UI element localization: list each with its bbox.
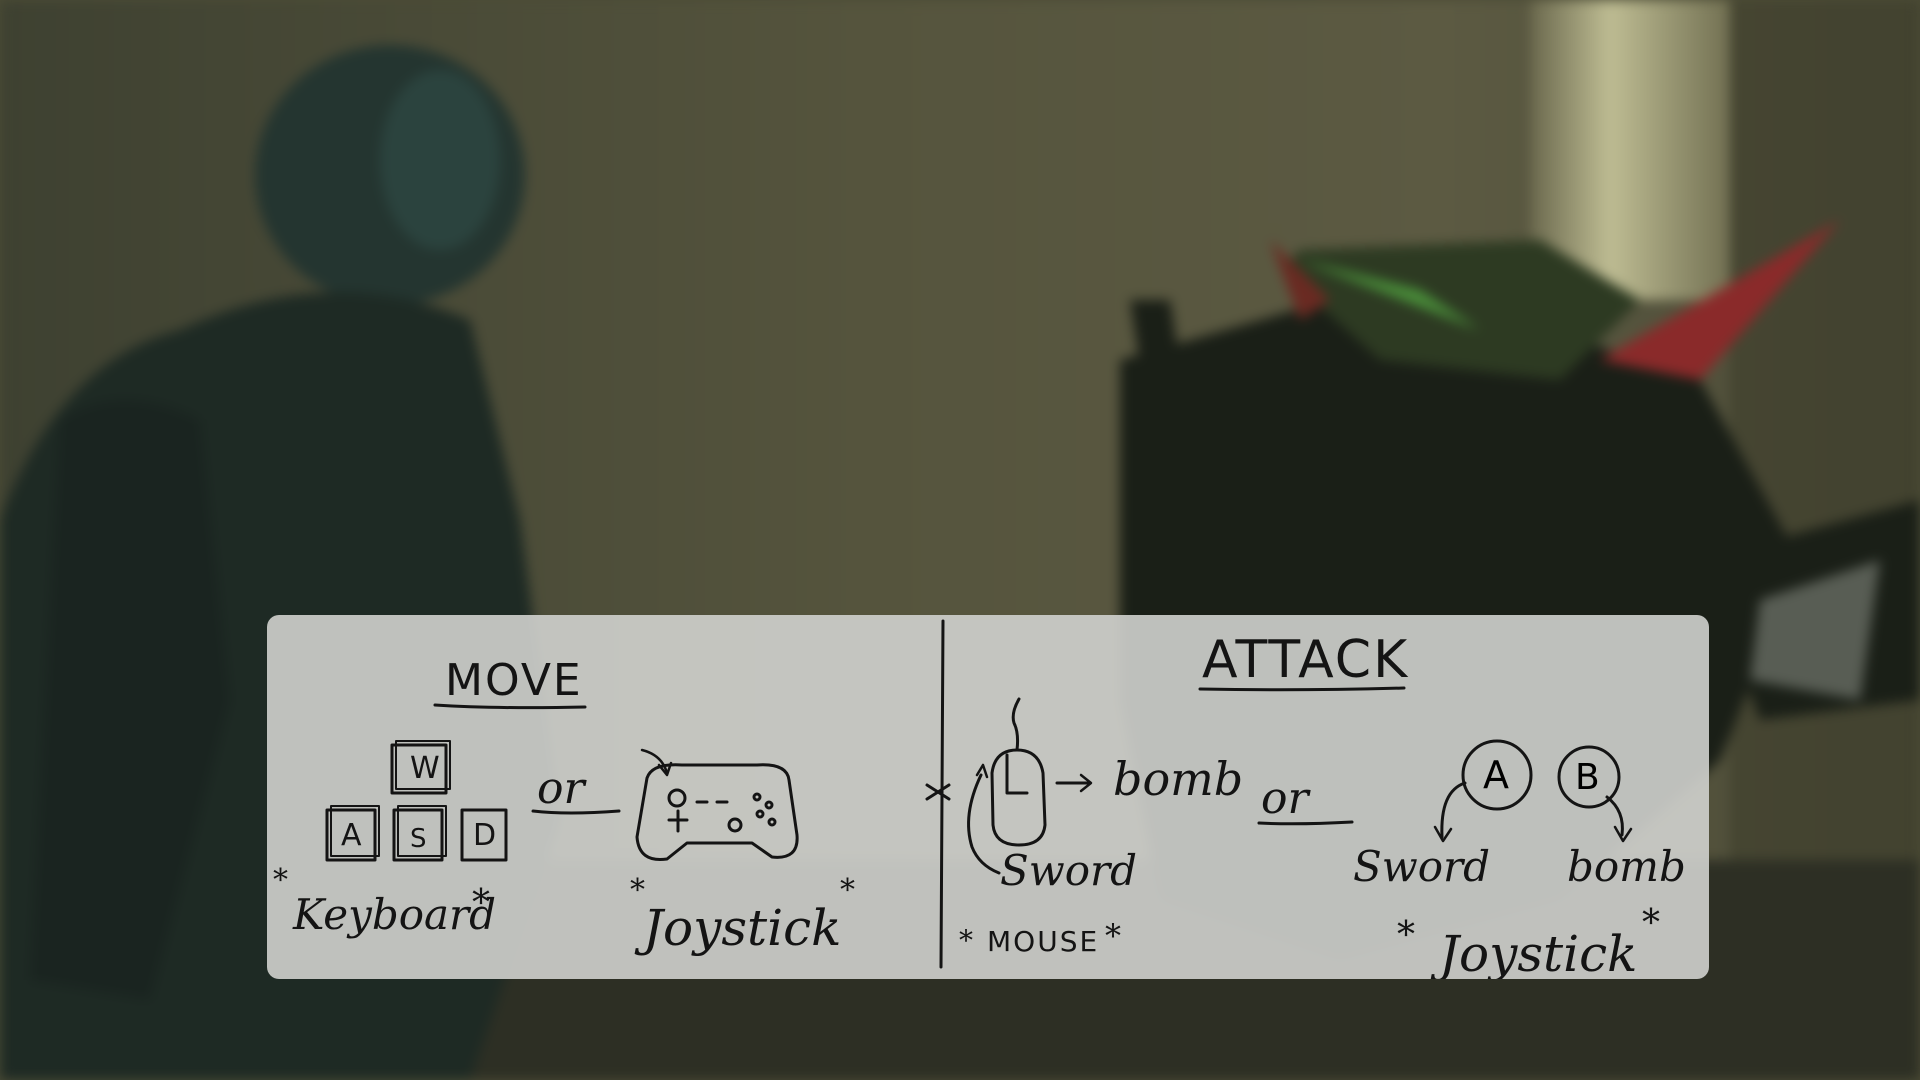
mouse-star-right: * — [1105, 917, 1121, 955]
mouse-left-arrow — [967, 773, 1001, 875]
move-heading-underline — [433, 703, 587, 710]
button-a-action-label: Sword — [1353, 842, 1490, 891]
keyboard-label: Keyboard — [292, 890, 496, 939]
button-a-arrow — [1440, 781, 1467, 839]
key-a-label: A — [341, 818, 362, 853]
attack-heading-underline — [1198, 686, 1406, 692]
button-b-arrow — [1605, 795, 1624, 837]
move-heading: MOVE — [445, 655, 583, 706]
joystick-label: Joystick — [634, 899, 841, 957]
keyboard-star-left: * — [273, 863, 288, 898]
button-b-icon — [1557, 745, 1633, 843]
mouse-caption: MOUSE — [987, 925, 1099, 958]
attack-or-label: or — [1261, 773, 1311, 824]
key-w-label: W — [410, 751, 440, 786]
attack-joystick-label: Joystick — [1430, 925, 1637, 979]
key-s-label: S — [410, 824, 427, 854]
button-a-icon — [1433, 739, 1533, 843]
controls-card: MOVE ATTACK W A S D * Keyboard * or * Jo… — [267, 615, 1709, 979]
key-d-label: D — [473, 818, 496, 853]
joystick-star-right: * — [840, 873, 855, 908]
attack-joystick-star-right: * — [1642, 903, 1660, 944]
mouse-star-left: * — [959, 924, 973, 957]
attack-or-underline — [1257, 820, 1354, 826]
joystick-star-left: * — [630, 873, 645, 908]
keyboard-wasd-icon — [325, 740, 508, 862]
move-or-underline — [531, 809, 621, 815]
mouse-right-label: bomb — [1113, 752, 1243, 806]
button-b-action-label: bomb — [1567, 842, 1686, 891]
attack-heading: ATTACK — [1202, 630, 1409, 690]
gamepad-icon — [635, 748, 799, 862]
attack-joystick-star-left: * — [1397, 915, 1415, 956]
mouse-left-label: Sword — [1000, 846, 1137, 895]
keyboard-star-right: * — [472, 883, 490, 924]
button-a-label: A — [1483, 753, 1509, 797]
mouse-icon — [925, 697, 1093, 875]
move-or-label: or — [537, 763, 587, 814]
button-b-label: B — [1575, 757, 1600, 798]
